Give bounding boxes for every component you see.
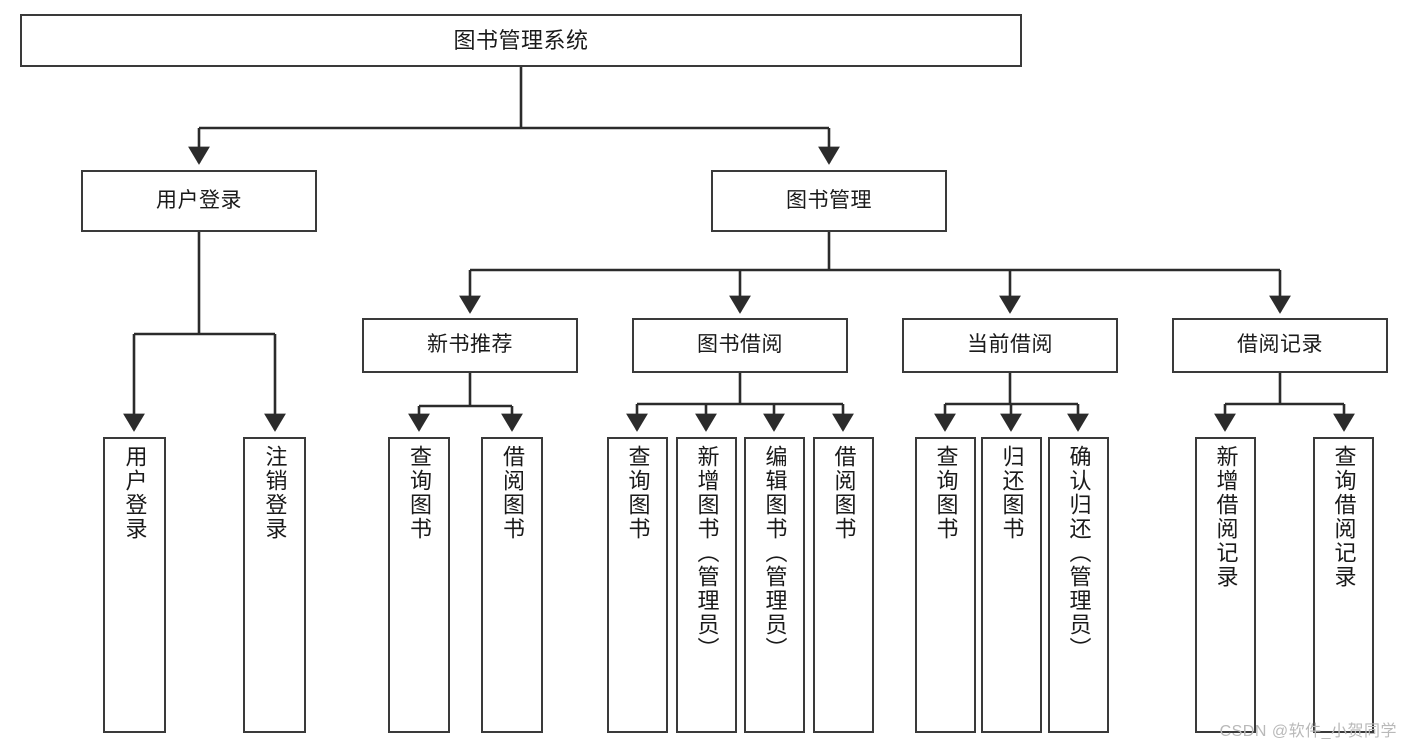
node-label: 借阅图书 — [500, 445, 525, 541]
node-user-login[interactable]: 用户登录 — [81, 170, 317, 232]
node-label: 编辑图书（管理员） — [762, 445, 788, 661]
node-book-management[interactable]: 图书管理 — [711, 170, 947, 232]
node-root-library-management-system[interactable]: 图书管理系统 — [20, 14, 1022, 67]
leaf-book-borrow-add-book-admin[interactable]: 新增图书（管理员） — [676, 437, 737, 733]
leaf-new-book-query-book[interactable]: 查询图书 — [388, 437, 450, 733]
node-book-borrowing[interactable]: 图书借阅 — [632, 318, 848, 373]
node-current-borrowing[interactable]: 当前借阅 — [902, 318, 1118, 373]
node-label: 新书推荐 — [427, 333, 513, 357]
node-label: 新增借阅记录 — [1213, 445, 1239, 589]
leaf-borrow-record-query-record[interactable]: 查询借阅记录 — [1313, 437, 1374, 733]
node-label: 用户登录 — [156, 188, 242, 212]
node-label: 借阅图书 — [831, 445, 857, 541]
leaf-user-login-logout[interactable]: 注销登录 — [243, 437, 306, 733]
node-label: 注销登录 — [262, 445, 288, 541]
node-label: 新增图书（管理员） — [694, 445, 720, 661]
node-label: 确认归还（管理员） — [1066, 445, 1092, 661]
leaf-user-login-login[interactable]: 用户登录 — [103, 437, 166, 733]
node-label: 图书借阅 — [697, 333, 783, 357]
node-new-book-recommendation[interactable]: 新书推荐 — [362, 318, 578, 373]
node-label: 查询图书 — [407, 445, 432, 541]
node-label: 查询图书 — [625, 445, 651, 541]
node-label: 归还图书 — [999, 445, 1025, 541]
node-label: 图书管理 — [786, 188, 872, 212]
leaf-current-borrow-confirm-return-admin[interactable]: 确认归还（管理员） — [1048, 437, 1109, 733]
leaf-current-borrow-query-book[interactable]: 查询图书 — [915, 437, 976, 733]
node-borrowing-record[interactable]: 借阅记录 — [1172, 318, 1388, 373]
node-label: 图书管理系统 — [453, 27, 589, 53]
leaf-book-borrow-edit-book-admin[interactable]: 编辑图书（管理员） — [744, 437, 805, 733]
node-label: 查询借阅记录 — [1331, 445, 1357, 589]
node-label: 借阅记录 — [1237, 333, 1323, 357]
node-label: 查询图书 — [933, 445, 959, 541]
leaf-current-borrow-return-book[interactable]: 归还图书 — [981, 437, 1042, 733]
leaf-book-borrow-query-book[interactable]: 查询图书 — [607, 437, 668, 733]
leaf-new-book-borrow-book[interactable]: 借阅图书 — [481, 437, 543, 733]
leaf-borrow-record-add-record[interactable]: 新增借阅记录 — [1195, 437, 1256, 733]
node-label: 用户登录 — [122, 445, 148, 541]
watermark-text: CSDN @软件_小贺同学 — [1219, 723, 1397, 740]
node-label: 当前借阅 — [967, 333, 1053, 357]
leaf-book-borrow-borrow-book[interactable]: 借阅图书 — [813, 437, 874, 733]
